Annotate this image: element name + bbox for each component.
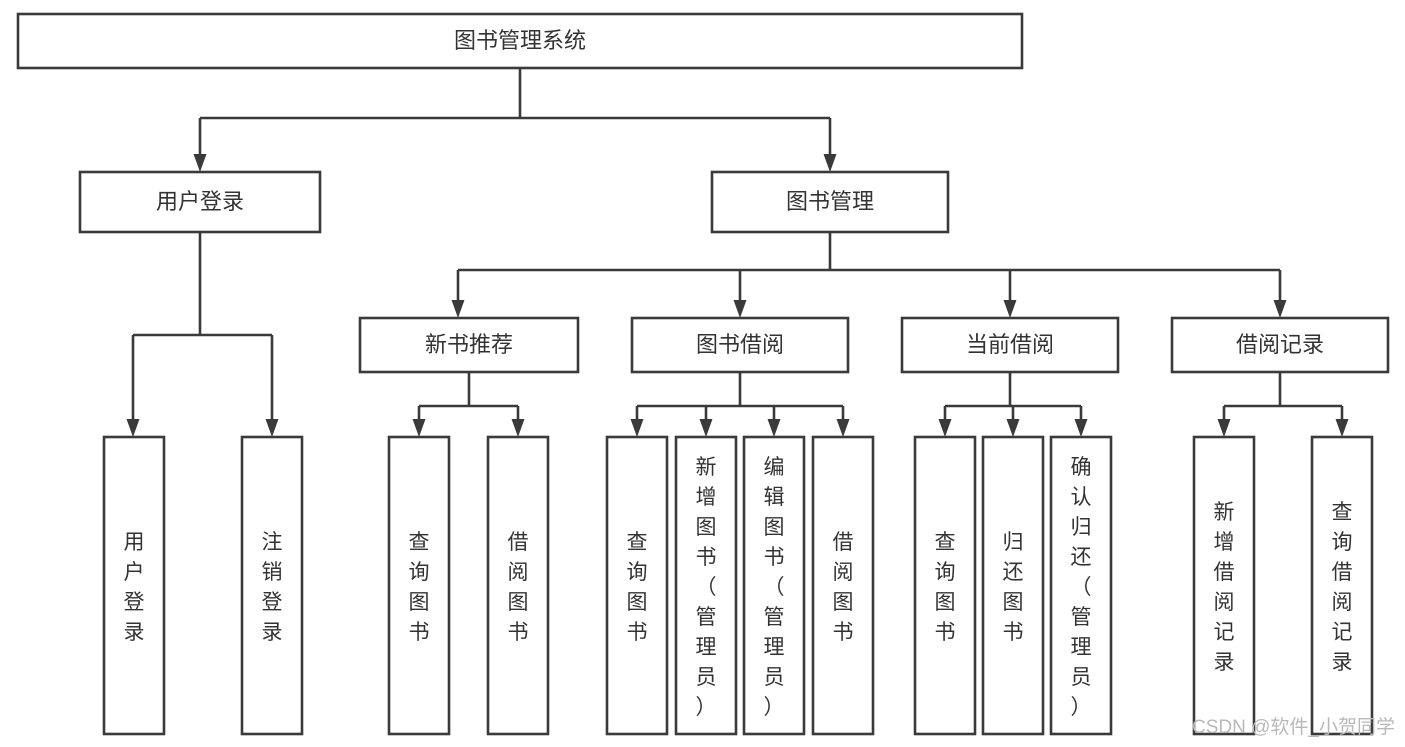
connector-new-book-rec (412, 372, 525, 437)
node-label: 查询借阅记录 (1332, 501, 1353, 674)
node-label: 新增借阅记录 (1214, 501, 1235, 674)
node-label: 查询图书 (935, 531, 956, 644)
connector-root (193, 68, 837, 172)
node-leaf-add-book[interactable]: 新增图书（管理员） (674, 435, 738, 736)
csdn-watermark: CSDN @软件_小贺同学 (1192, 716, 1395, 738)
node-leaf-query-book-current[interactable]: 查询图书 (913, 435, 977, 736)
node-leaf-user-logout[interactable]: 注销登录 (240, 435, 304, 736)
connector-borrow-record (1217, 372, 1349, 437)
node-book-borrow[interactable]: 图书借阅 (630, 316, 850, 374)
node-leaf-query-record[interactable]: 查询借阅记录 (1310, 435, 1374, 736)
node-leaf-query-book-borrow[interactable]: 查询图书 (605, 435, 669, 736)
node-leaf-return-book[interactable]: 归还图书 (981, 435, 1045, 736)
node-label: 借阅图书 (508, 531, 529, 644)
node-new-book-rec[interactable]: 新书推荐 (358, 316, 580, 374)
node-current-borrow[interactable]: 当前借阅 (900, 316, 1120, 374)
node-label: 图书管理系统 (454, 28, 586, 53)
node-book-manage[interactable]: 图书管理 (710, 170, 950, 234)
node-leaf-add-record[interactable]: 新增借阅记录 (1192, 435, 1256, 736)
node-label: 注销登录 (262, 531, 283, 644)
node-leaf-borrow-book[interactable]: 借阅图书 (811, 435, 875, 736)
node-label: 用户登录 (124, 531, 145, 644)
nodes-layer: 图书管理系统用户登录图书管理新书推荐图书借阅当前借阅借阅记录用户登录注销登录查询… (16, 12, 1390, 736)
node-borrow-record[interactable]: 借阅记录 (1170, 316, 1390, 374)
connector-user-login (126, 232, 279, 437)
node-leaf-edit-book[interactable]: 编辑图书（管理员） (742, 435, 806, 736)
node-label: 用户登录 (156, 189, 244, 214)
node-user-login[interactable]: 用户登录 (78, 170, 322, 234)
node-label: 图书管理 (786, 189, 874, 214)
node-root[interactable]: 图书管理系统 (16, 12, 1024, 70)
node-label: 图书借阅 (696, 332, 784, 357)
node-label: 确认归还（管理员） (1071, 456, 1092, 719)
node-leaf-query-book-rec[interactable]: 查询图书 (387, 435, 451, 736)
node-label: 编辑图书（管理员） (764, 456, 785, 719)
node-label: 查询图书 (627, 531, 648, 644)
node-label: 归还图书 (1003, 531, 1024, 644)
node-leaf-borrow-book-rec[interactable]: 借阅图书 (486, 435, 550, 736)
node-leaf-user-login[interactable]: 用户登录 (102, 435, 166, 736)
node-label: 新书推荐 (425, 332, 513, 357)
edges-layer (126, 68, 1349, 437)
connector-book-borrow (630, 372, 850, 437)
node-label: 借阅图书 (833, 531, 854, 644)
connector-book-manage (451, 232, 1287, 318)
node-label: 当前借阅 (966, 332, 1054, 357)
node-label: 借阅记录 (1236, 332, 1324, 357)
node-label: 新增图书（管理员） (696, 456, 717, 719)
node-label: 查询图书 (409, 531, 430, 644)
connector-current-borrow (938, 372, 1088, 437)
node-leaf-confirm-return[interactable]: 确认归还（管理员） (1049, 435, 1113, 736)
